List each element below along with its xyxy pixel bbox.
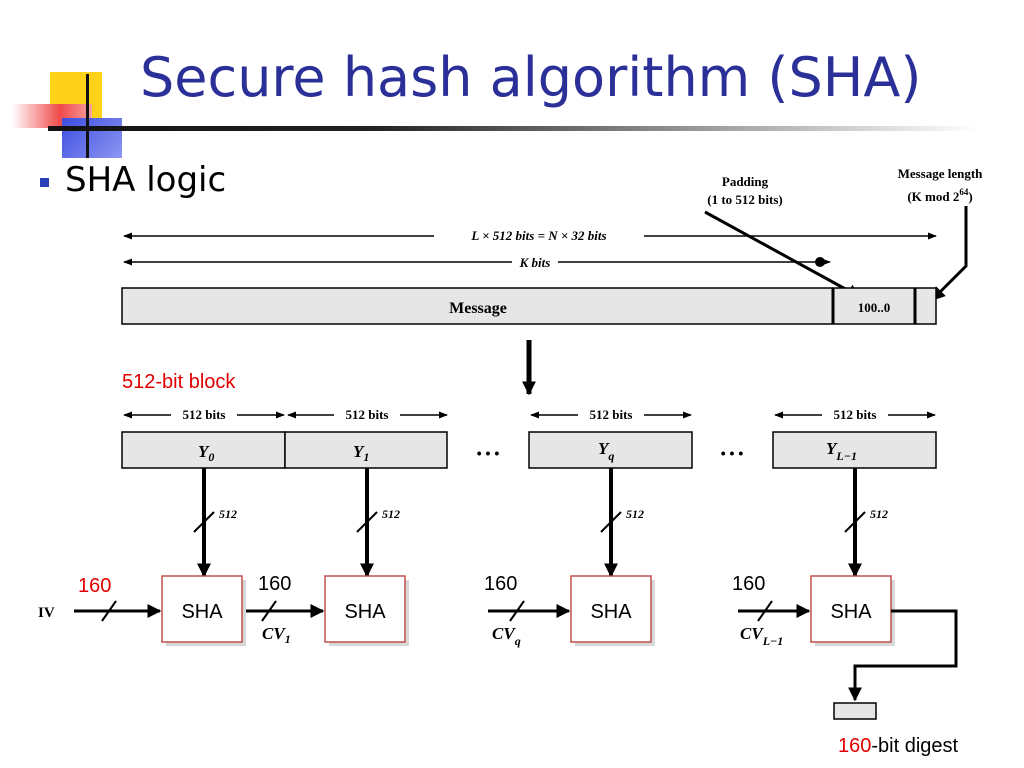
cv-sub-last: L−1 — [762, 634, 784, 648]
logo-blue-square — [62, 118, 122, 158]
block-sub-0: 0 — [208, 450, 214, 464]
sha-box-q — [570, 575, 652, 643]
total-length-label: L × 512 bits = N × 32 bits — [470, 228, 606, 243]
block-label-y1: Y1 — [353, 442, 369, 464]
block-box-0 — [121, 431, 286, 469]
slide-title: Secure hash algorithm (SHA) — [140, 46, 922, 109]
total-length-label-bg — [434, 227, 644, 243]
block-size-label-bg-0 — [171, 407, 237, 423]
digest-box — [833, 702, 877, 720]
mod-exponent: 64 — [959, 187, 969, 197]
bullet-square-icon — [40, 177, 49, 187]
output-arrow — [848, 609, 958, 702]
chain-tick-last — [757, 600, 773, 622]
bus-width-1: 512 — [382, 507, 400, 521]
ellipsis-2: • • • — [721, 445, 744, 461]
block-label-yq: Yq — [598, 439, 614, 463]
chain-tick-1 — [261, 600, 277, 622]
cv-label-last: CVL−1 — [740, 624, 783, 648]
message-length-pointer-arrow — [930, 206, 968, 302]
bus-width-last: 512 — [870, 507, 888, 521]
chain-width-1: 160 — [258, 573, 291, 595]
chain-width-last: 160 — [732, 573, 765, 595]
cv-sym-1: CV — [262, 624, 286, 643]
cv-label-q: CVq — [492, 624, 521, 648]
bullet-text: SHA logic — [65, 160, 227, 200]
iv-label: IV — [38, 605, 55, 621]
message-length-label-line1: Message length — [898, 166, 984, 181]
bus-width-q: 512 — [626, 507, 644, 521]
block-sub-q: q — [608, 449, 614, 463]
digest-number: 160 — [838, 735, 871, 757]
block-sub-last: L−1 — [835, 449, 857, 463]
sha-label-q: SHA — [590, 601, 632, 623]
padding-label-line1: Padding — [722, 174, 769, 189]
mod-close: ) — [968, 189, 972, 204]
bus-tick-1 — [356, 511, 378, 533]
message-bar — [121, 287, 937, 325]
block-sub-1: 1 — [363, 450, 369, 464]
bus-tick-last — [844, 511, 866, 533]
block-box-last — [772, 431, 937, 469]
block-size-label-bg-last — [822, 407, 888, 423]
bullet-item: SHA logic — [40, 160, 226, 200]
block-size-label-0: 512 bits — [183, 407, 226, 422]
digest-label: 160-bit digest — [838, 735, 959, 757]
sha-box-last — [810, 575, 892, 643]
block-size-label-q: 512 bits — [590, 407, 633, 422]
block-sym-0: Y — [198, 442, 210, 461]
block-box-q — [528, 431, 693, 469]
iv-width-label: 160 — [78, 575, 111, 597]
chain-width-q: 160 — [484, 573, 517, 595]
block-size-arrows: 512 bits 512 bits 512 bits 512 bits — [123, 407, 936, 423]
padding-label-line2: (1 to 512 bits) — [707, 192, 782, 207]
padding-value: 100..0 — [858, 300, 891, 315]
cv-sub-q: q — [515, 634, 521, 648]
cv-sym-last: CV — [740, 624, 764, 643]
k-bits-label-bg — [512, 254, 558, 270]
mod-text: (K mod 2 — [907, 189, 959, 204]
block-size-label-1: 512 bits — [346, 407, 389, 422]
k-bits-label: K bits — [519, 255, 551, 270]
block-label-ylast: YL−1 — [826, 439, 857, 463]
sha-box-1 — [324, 575, 406, 643]
block-sym-last: Y — [826, 439, 838, 458]
message-label: Message — [449, 300, 507, 317]
bus-width-0: 512 — [219, 507, 237, 521]
cv-sym-q: CV — [492, 624, 516, 643]
block-box-1 — [284, 431, 448, 469]
iv-tick — [101, 600, 117, 622]
block-sym-1: Y — [353, 442, 365, 461]
message-length-label-line2: (K mod 264) — [907, 187, 972, 204]
title-underline — [48, 126, 978, 131]
bus-tick-0 — [193, 511, 215, 533]
chain-tick-q — [509, 600, 525, 622]
block-size-label-bg-q — [578, 407, 644, 423]
cv-label-1: CV1 — [262, 624, 291, 646]
block-label-y0: Y0 — [198, 442, 214, 464]
block-sym-q: Y — [598, 439, 610, 458]
cv-sub-1: 1 — [285, 632, 291, 646]
digest-text: -bit digest — [871, 735, 958, 757]
block-size-label-last: 512 bits — [834, 407, 877, 422]
sha-label-1: SHA — [344, 601, 386, 623]
sha-label-last: SHA — [830, 601, 872, 623]
sha-box-0 — [161, 575, 243, 643]
logo-vertical-line — [86, 74, 89, 158]
padding-pointer-arrow — [704, 210, 862, 299]
block-size-label-bg-1 — [334, 407, 400, 423]
block-label: 512-bit block — [122, 371, 236, 393]
bus-tick-q — [600, 511, 622, 533]
sha-label-0: SHA — [181, 601, 223, 623]
ellipsis-1: • • • — [477, 445, 500, 461]
